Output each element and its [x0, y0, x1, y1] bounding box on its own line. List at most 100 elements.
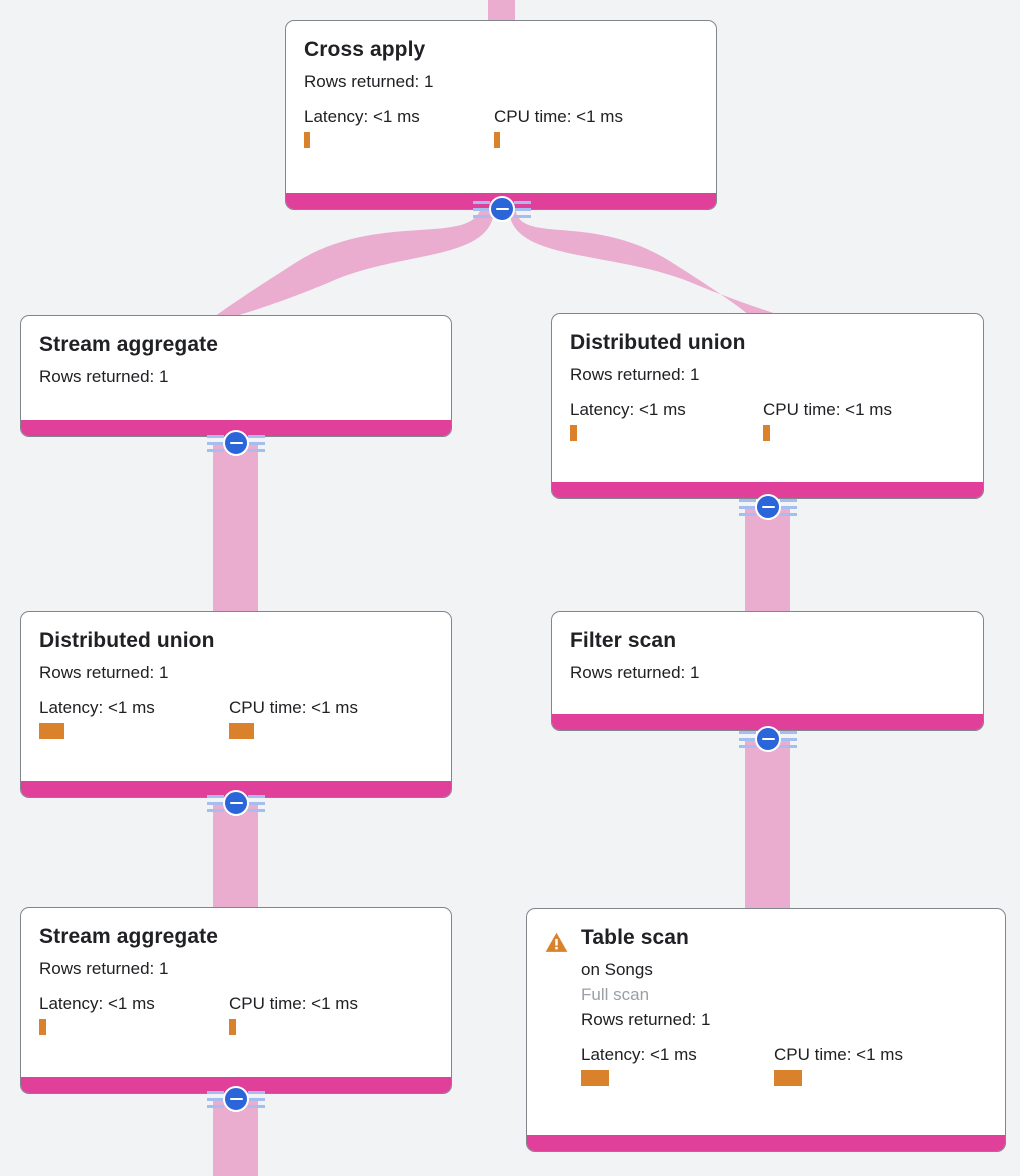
node-title: Distributed union	[570, 331, 746, 354]
node-metrics: Latency: <1 ms CPU time: <1 ms	[304, 106, 698, 148]
toggle-dash-right	[514, 196, 531, 222]
node-content: Table scan on Songs Full scan Rows retur…	[581, 925, 987, 1086]
metric-latency-label: Latency: <1 ms	[304, 107, 420, 126]
metric-cpu-time-bar	[229, 723, 254, 739]
toggle-dash-left	[739, 726, 756, 752]
warning-triangle-icon	[545, 932, 568, 952]
plan-node-filter-scan[interactable]: Filter scan Rows returned: 1	[551, 611, 984, 731]
node-metrics: Latency: <1 ms CPU time: <1 ms	[39, 697, 433, 739]
edge-crossapply-to-distributed-union	[509, 208, 782, 320]
toggle-dash-right	[248, 790, 265, 816]
metric-cpu-time-bar	[763, 425, 770, 441]
node-rows-returned: Rows returned: 1	[39, 959, 169, 978]
metric-latency: Latency: <1 ms	[570, 399, 763, 441]
toggle-stream-aggregate-1[interactable]	[207, 430, 265, 456]
metric-latency: Latency: <1 ms	[39, 697, 229, 739]
metric-cpu-time: CPU time: <1 ms	[229, 697, 358, 739]
edge-incoming-top	[488, 0, 515, 22]
toggle-dash-right	[780, 494, 797, 520]
toggle-dash-left	[739, 494, 756, 520]
minus-circle-icon[interactable]	[755, 726, 781, 752]
edge-filter-scan-to-table-scan	[745, 740, 790, 912]
toggle-cross-apply[interactable]	[473, 196, 531, 222]
metric-latency-label: Latency: <1 ms	[570, 400, 686, 419]
edge-stream-aggregate-to-distributed-union	[213, 444, 258, 620]
node-footer-accent	[552, 714, 983, 730]
metric-cpu-time-label: CPU time: <1 ms	[494, 107, 623, 126]
metric-latency: Latency: <1 ms	[304, 106, 494, 148]
plan-node-table-scan[interactable]: Table scan on Songs Full scan Rows retur…	[526, 908, 1006, 1152]
plan-node-stream-aggregate-1[interactable]: Stream aggregate Rows returned: 1	[20, 315, 452, 437]
metric-latency-bar	[39, 723, 64, 739]
toggle-dash-left	[473, 196, 490, 222]
minus-circle-icon[interactable]	[223, 790, 249, 816]
node-title: Distributed union	[39, 629, 215, 652]
node-title: Stream aggregate	[39, 925, 219, 948]
node-body: Table scan on Songs Full scan Rows retur…	[527, 909, 1005, 1100]
metric-cpu-time-label: CPU time: <1 ms	[763, 400, 892, 419]
edge-crossapply-to-stream-aggregate	[210, 208, 494, 320]
metric-latency-bar	[581, 1070, 609, 1086]
node-rows-returned: Rows returned: 1	[39, 367, 169, 386]
metric-cpu-time-bar	[229, 1019, 236, 1035]
node-footer-accent	[552, 482, 983, 498]
metric-latency: Latency: <1 ms	[581, 1044, 774, 1086]
metric-latency: Latency: <1 ms	[39, 993, 229, 1035]
node-title: Cross apply	[304, 38, 426, 61]
node-content: Distributed union Rows returned: 1 Laten…	[39, 628, 433, 739]
node-content: Stream aggregate Rows returned: 1 Latenc…	[39, 924, 433, 1035]
toggle-stream-aggregate-2[interactable]	[207, 1086, 265, 1112]
toggle-dash-right	[248, 1086, 265, 1112]
metric-latency-label: Latency: <1 ms	[39, 698, 155, 717]
metric-cpu-time-bar	[494, 132, 500, 148]
node-body: Filter scan Rows returned: 1	[552, 612, 983, 699]
minus-circle-icon[interactable]	[489, 196, 515, 222]
node-subtitle: on Songs	[581, 960, 653, 979]
node-title: Stream aggregate	[39, 333, 219, 356]
toggle-dash-left	[207, 1086, 224, 1112]
node-footer-accent	[527, 1135, 1005, 1151]
toggle-distributed-union-right[interactable]	[739, 494, 797, 520]
node-metrics: Latency: <1 ms CPU time: <1 ms	[570, 399, 965, 441]
node-body: Cross apply Rows returned: 1 Latency: <1…	[286, 21, 716, 162]
toggle-dash-left	[207, 430, 224, 456]
metric-latency-label: Latency: <1 ms	[39, 994, 155, 1013]
toggle-distributed-union-left[interactable]	[207, 790, 265, 816]
minus-circle-icon[interactable]	[223, 1086, 249, 1112]
node-rows-returned: Rows returned: 1	[570, 663, 700, 682]
metric-cpu-time-label: CPU time: <1 ms	[229, 698, 358, 717]
metric-cpu-time-label: CPU time: <1 ms	[774, 1045, 903, 1064]
metric-latency-bar	[39, 1019, 46, 1035]
plan-node-distributed-union-left[interactable]: Distributed union Rows returned: 1 Laten…	[20, 611, 452, 798]
toggle-dash-right	[780, 726, 797, 752]
metric-cpu-time: CPU time: <1 ms	[774, 1044, 903, 1086]
node-body: Distributed union Rows returned: 1 Laten…	[552, 314, 983, 455]
minus-circle-icon[interactable]	[223, 430, 249, 456]
edge-distributed-union-to-filter-scan	[745, 508, 790, 620]
edge-distributed-union-to-stream-aggregate	[213, 804, 258, 914]
minus-circle-icon[interactable]	[755, 494, 781, 520]
plan-node-stream-aggregate-2[interactable]: Stream aggregate Rows returned: 1 Latenc…	[20, 907, 452, 1094]
warning-slot	[545, 925, 581, 953]
plan-node-distributed-union-right[interactable]: Distributed union Rows returned: 1 Laten…	[551, 313, 984, 499]
metric-cpu-time: CPU time: <1 ms	[229, 993, 358, 1035]
node-content: Stream aggregate Rows returned: 1	[39, 332, 433, 389]
node-rows-returned: Rows returned: 1	[581, 1010, 711, 1029]
metric-latency-bar	[304, 132, 310, 148]
node-footer-accent	[21, 781, 451, 797]
plan-node-cross-apply[interactable]: Cross apply Rows returned: 1 Latency: <1…	[285, 20, 717, 210]
node-content: Distributed union Rows returned: 1 Laten…	[570, 330, 965, 441]
node-body: Stream aggregate Rows returned: 1 Latenc…	[21, 908, 451, 1049]
node-subnote: Full scan	[581, 985, 650, 1004]
node-content: Filter scan Rows returned: 1	[570, 628, 965, 685]
node-body: Distributed union Rows returned: 1 Laten…	[21, 612, 451, 753]
node-metrics: Latency: <1 ms CPU time: <1 ms	[581, 1044, 987, 1086]
toggle-dash-right	[248, 430, 265, 456]
metric-cpu-time: CPU time: <1 ms	[763, 399, 892, 441]
node-rows-returned: Rows returned: 1	[304, 72, 434, 91]
toggle-filter-scan[interactable]	[739, 726, 797, 752]
node-footer-accent	[21, 420, 451, 436]
node-body: Stream aggregate Rows returned: 1	[21, 316, 451, 403]
toggle-dash-left	[207, 790, 224, 816]
